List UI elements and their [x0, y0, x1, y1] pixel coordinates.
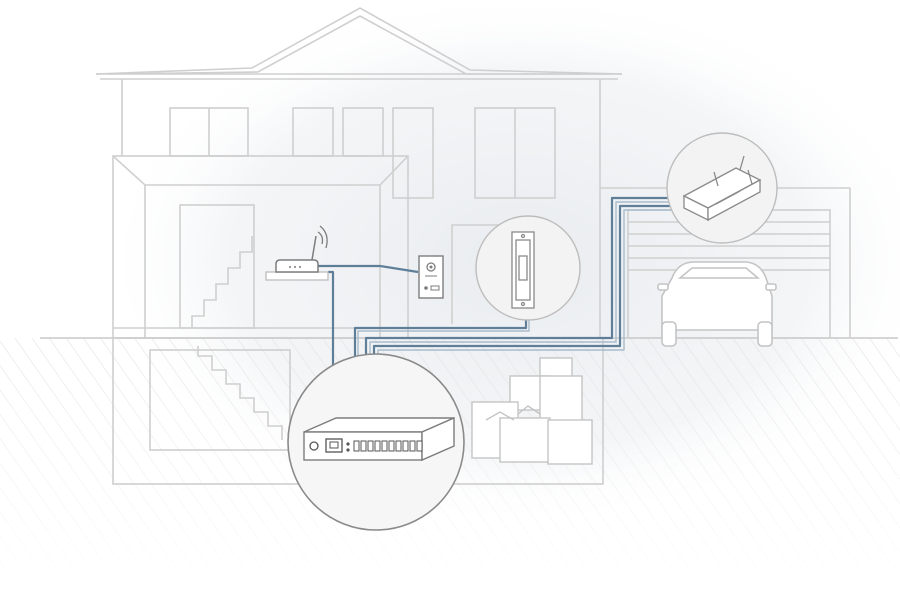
zoom-network-switch [287, 353, 465, 531]
switch-port-icon [381, 440, 388, 452]
power-port-icon [309, 441, 319, 451]
garage-door-opener-icon [682, 155, 762, 222]
switch-port-icon [367, 440, 374, 452]
switch-port-icon [353, 440, 360, 452]
electric-door-strike-icon [511, 231, 535, 309]
switch-port-icon [395, 440, 402, 452]
wifi-router-icon [265, 225, 329, 281]
car-icon [657, 261, 777, 347]
switch-port-icon [402, 440, 409, 452]
door-intercom-icon [418, 255, 444, 299]
uplink-port-icon [325, 438, 343, 453]
zoom-garage-opener [666, 132, 778, 244]
zoom-electric-strike [475, 215, 581, 321]
switch-port-icon [360, 440, 367, 452]
switch-port-icon [388, 440, 395, 452]
switch-port-icon [409, 440, 416, 452]
storage-boxes [471, 357, 593, 465]
switch-port-icon [374, 440, 381, 452]
cable-router-to-intercom [318, 264, 419, 274]
switch-port-row [353, 440, 423, 452]
network-switch-icon [303, 416, 455, 462]
main-roof [95, 7, 623, 75]
switch-port-icon [416, 440, 423, 452]
